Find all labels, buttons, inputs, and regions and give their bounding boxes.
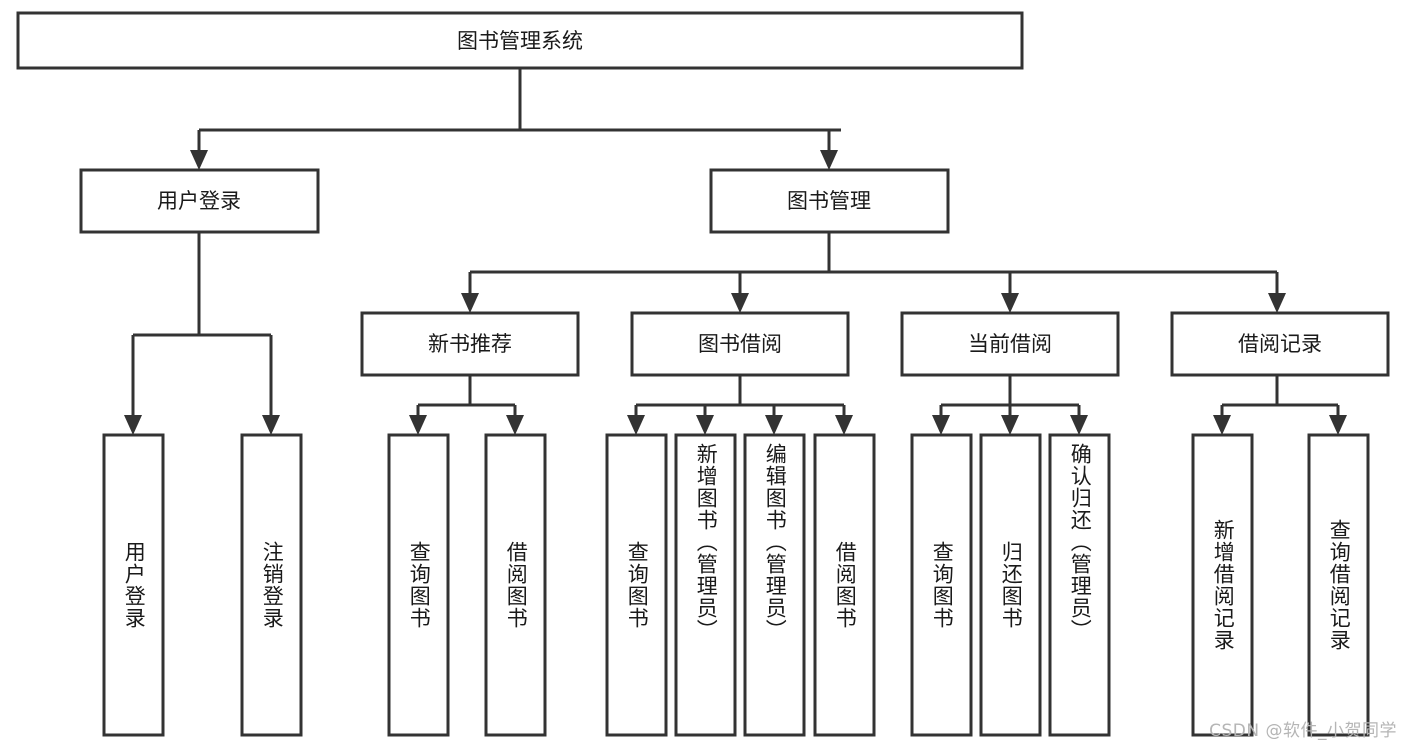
connector-current-borrow-to-leaves xyxy=(932,375,1088,435)
node-leaf-query-book-2-box[interactable] xyxy=(605,433,668,737)
arrow-head-leaf-borrow-book-2 xyxy=(835,415,853,435)
arrow-head-user-login xyxy=(190,150,208,170)
arrow-head-leaf-borrow-book-1 xyxy=(506,415,524,435)
arrow-head-leaf-query-book-1 xyxy=(409,415,427,435)
node-book-borrow-box[interactable] xyxy=(630,311,850,377)
node-user-login-label: 用户登录 xyxy=(157,189,241,213)
arrow-head-leaf-logout xyxy=(262,415,280,435)
arrow-head-book-management xyxy=(820,150,838,170)
connector-user-login-to-leaves xyxy=(124,232,280,435)
node-leaf-borrow-book-2-box[interactable] xyxy=(813,433,876,737)
arrow-head-leaf-add-book xyxy=(696,415,714,435)
node-current-borrow-label: 当前借阅 xyxy=(968,332,1052,356)
node-book-management-box[interactable] xyxy=(709,168,950,234)
node-leaf-query-book-3-box[interactable] xyxy=(910,433,973,737)
connector-book-borrow-to-leaves xyxy=(627,375,853,435)
node-leaf-query-book-1-box[interactable] xyxy=(387,433,450,737)
arrow-head-borrow-record xyxy=(1268,293,1286,313)
node-book-borrow[interactable]: 图书借阅 xyxy=(630,311,850,377)
arrow-head-leaf-return-book xyxy=(1001,415,1019,435)
connector-borrow-record-to-leaves xyxy=(1213,375,1347,435)
node-new-book-recommend[interactable]: 新书推荐 xyxy=(360,311,580,377)
node-leaf-confirm-return-box[interactable] xyxy=(1048,433,1111,737)
node-new-book-recommend-box[interactable] xyxy=(360,311,580,377)
node-borrow-record[interactable]: 借阅记录 xyxy=(1170,311,1390,377)
node-leaf-borrow-book-1-box[interactable] xyxy=(484,433,547,737)
node-book-management[interactable]: 图书管理 xyxy=(709,168,950,234)
node-root-label: 图书管理系统 xyxy=(457,29,583,53)
node-user-login[interactable]: 用户登录 xyxy=(79,168,320,234)
connector-root-to-level2 xyxy=(190,68,841,170)
arrow-head-leaf-edit-book xyxy=(765,415,783,435)
node-leaf-return-book-box[interactable] xyxy=(979,433,1042,737)
arrow-head-leaf-confirm-return xyxy=(1070,415,1088,435)
node-borrow-record-label: 借阅记录 xyxy=(1238,332,1322,356)
arrow-head-leaf-query-book-2 xyxy=(627,415,645,435)
node-leaf-edit-book-box[interactable] xyxy=(743,433,806,737)
node-leaf-logout-box[interactable] xyxy=(240,433,303,737)
arrow-head-book-borrow xyxy=(731,293,749,313)
node-root-box[interactable] xyxy=(16,11,1024,70)
connector-new-book-to-leaves xyxy=(409,375,524,435)
leaf-boxes xyxy=(102,433,1370,737)
arrow-head-leaf-user-login xyxy=(124,415,142,435)
arrow-head-leaf-query-record xyxy=(1329,415,1347,435)
arrow-head-leaf-query-book-3 xyxy=(932,415,950,435)
node-leaf-add-record-box[interactable] xyxy=(1191,433,1254,737)
arrow-head-leaf-add-record xyxy=(1213,415,1231,435)
node-current-borrow-box[interactable] xyxy=(900,311,1120,377)
node-borrow-record-box[interactable] xyxy=(1170,311,1390,377)
csdn-watermark: CSDN @软件_小贺同学 xyxy=(1209,721,1397,741)
node-root[interactable]: 图书管理系统 xyxy=(16,11,1024,70)
node-user-login-box[interactable] xyxy=(79,168,320,234)
node-leaf-add-book-box[interactable] xyxy=(674,433,737,737)
node-leaf-user-login-box[interactable] xyxy=(102,433,165,737)
connector-book-management-to-level3 xyxy=(461,232,1286,313)
node-book-borrow-label: 图书借阅 xyxy=(698,332,782,356)
node-leaf-query-record-box[interactable] xyxy=(1307,433,1370,737)
node-new-book-recommend-label: 新书推荐 xyxy=(428,332,512,356)
arrow-head-current-borrow xyxy=(1001,293,1019,313)
arrow-head-new-book-recommend xyxy=(461,293,479,313)
node-book-management-label: 图书管理 xyxy=(787,189,871,213)
node-current-borrow[interactable]: 当前借阅 xyxy=(900,311,1120,377)
